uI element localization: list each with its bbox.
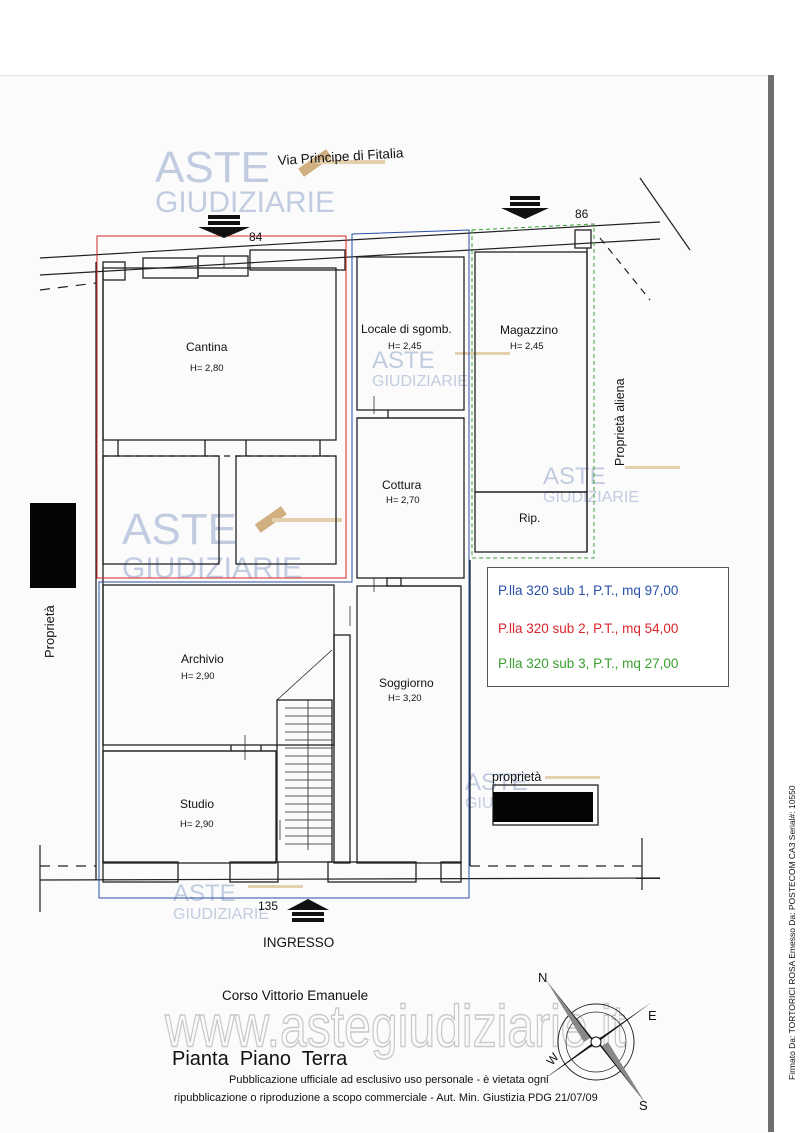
room-studio-name: Studio bbox=[180, 797, 214, 811]
room-soggiorno-name: Soggiorno bbox=[379, 676, 434, 690]
watermark-aste-1: ASTE GIUDIZIARIE bbox=[155, 143, 385, 219]
street-boundary-bottom bbox=[39, 838, 661, 912]
house-number-84: 84 bbox=[249, 230, 263, 244]
legend-sub3: P.lla 320 sub 3, P.T., mq 27,00 bbox=[498, 656, 679, 671]
svg-text:ASTE: ASTE bbox=[543, 463, 606, 490]
svg-text:ASTE: ASTE bbox=[372, 347, 435, 374]
side-label-right: Proprietà aliena bbox=[613, 378, 627, 466]
compass-rose-icon: N E S W bbox=[538, 970, 657, 1113]
digital-signature-note: Firmato Da: TORTORICI ROSA Emesso Da: PO… bbox=[787, 785, 797, 1080]
svg-text:GIUDIZIARIE: GIUDIZIARIE bbox=[543, 489, 639, 506]
svg-text:ASTE: ASTE bbox=[173, 880, 236, 907]
room-cottura-name: Cottura bbox=[382, 478, 422, 492]
legend-sub2: P.lla 320 sub 2, P.T., mq 54,00 bbox=[498, 621, 679, 636]
notice-line-1: Pubblicazione ufficiale ad esclusivo uso… bbox=[229, 1074, 549, 1086]
watermark-aste-3: ASTE GIUDIZIARIE bbox=[372, 347, 510, 390]
room-rip-name: Rip. bbox=[519, 511, 540, 525]
room-locale-height: H= 2,45 bbox=[388, 341, 422, 352]
outline-sub3 bbox=[471, 223, 595, 559]
plan-title: Pianta Piano Terra bbox=[172, 1048, 348, 1070]
house-number-135: 135 bbox=[258, 899, 278, 913]
svg-text:ASTE: ASTE bbox=[155, 143, 270, 192]
entrance-arrow-icon bbox=[501, 196, 549, 219]
watermark-aste-5: ASTE GIUDIZIARIE bbox=[173, 880, 303, 923]
room-archivio-height: H= 2,90 bbox=[181, 671, 215, 682]
outline-sub1 bbox=[98, 229, 470, 899]
notice-line-2: ripubblicazione o riproduzione a scopo c… bbox=[174, 1092, 598, 1104]
redaction-block bbox=[493, 792, 593, 822]
watermark-url: www.astegiudiziarie.it bbox=[164, 992, 625, 1059]
walls bbox=[95, 229, 599, 883]
room-locale-name: Locale di sgomb. bbox=[361, 322, 452, 336]
entrance-arrow-icon bbox=[198, 215, 250, 238]
room-archivio-name: Archivio bbox=[181, 652, 224, 666]
page-edge-bar bbox=[768, 75, 774, 1132]
house-number-86: 86 bbox=[575, 207, 589, 221]
room-studio-height: H= 2,90 bbox=[180, 819, 214, 830]
room-magazzino-name: Magazzino bbox=[500, 323, 558, 337]
svg-text:ASTE: ASTE bbox=[122, 505, 237, 554]
side-label-left: Proprietà bbox=[42, 604, 57, 658]
gavel-icon bbox=[254, 506, 342, 533]
svg-text:ASTE: ASTE bbox=[465, 769, 528, 796]
room-soggiorno-height: H= 3,20 bbox=[388, 693, 422, 704]
watermark-aste-4: ASTE GIUDIZIARIE bbox=[543, 463, 680, 506]
door-markers bbox=[223, 256, 375, 856]
svg-text:GIUDIZIARIE: GIUDIZIARIE bbox=[122, 552, 302, 585]
svg-text:GIUDIZIARIE: GIUDIZIARIE bbox=[173, 906, 269, 923]
street-name-top: Via Principe di Fitalia bbox=[277, 145, 404, 168]
room-magazzino-height: H= 2,45 bbox=[510, 341, 544, 352]
legend-sub1: P.lla 320 sub 1, P.T., mq 97,00 bbox=[498, 583, 679, 598]
legend-box: P.lla 320 sub 1, P.T., mq 97,00 P.lla 32… bbox=[487, 567, 729, 687]
redaction-block bbox=[30, 503, 76, 588]
svg-text:GIUDIZIARIE: GIUDIZIARIE bbox=[155, 186, 335, 219]
room-cantina-name: Cantina bbox=[186, 340, 228, 354]
room-cantina-height: H= 2,80 bbox=[190, 363, 224, 374]
gavel-icon bbox=[298, 149, 385, 177]
entrance-arrow-icon bbox=[287, 899, 329, 922]
street-name-bottom: Corso Vittorio Emanuele bbox=[222, 988, 368, 1003]
side-label-lower-right: proprietà bbox=[492, 770, 541, 784]
watermark-aste-2: ASTE GIUDIZIARIE bbox=[122, 505, 342, 585]
compass-south: S bbox=[639, 1098, 648, 1113]
compass-east: E bbox=[648, 1008, 657, 1023]
entrance-label: INGRESSO bbox=[263, 935, 334, 950]
svg-text:GIUDIZIARIE: GIUDIZIARIE bbox=[372, 373, 468, 390]
compass-north: N bbox=[538, 970, 547, 985]
street-boundary-top bbox=[39, 177, 691, 301]
room-cottura-height: H= 2,70 bbox=[386, 495, 420, 506]
